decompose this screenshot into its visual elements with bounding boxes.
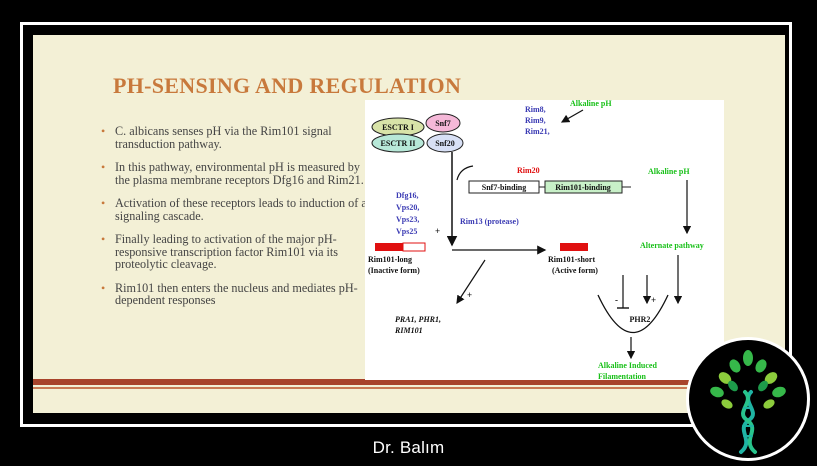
bullet-item: • Finally leading to activation of the ma…	[97, 233, 367, 271]
slide-bottom-line	[33, 387, 785, 389]
escrt2-node	[371, 133, 425, 153]
vps20-label: Vps20,	[396, 203, 419, 212]
leaf	[710, 386, 724, 398]
phr2-arc	[597, 294, 669, 334]
bullet-item: • Activation of these receptors leads to …	[97, 197, 367, 222]
vps23-label: Vps23,	[396, 215, 419, 224]
rim101-long-red	[375, 243, 403, 251]
rim101-long-sublabel: (Inactive form)	[368, 266, 420, 275]
rim101-long-white	[402, 242, 426, 252]
activate-plus: +	[651, 295, 656, 305]
target-arrow	[456, 259, 486, 305]
binding-bracket	[456, 165, 474, 181]
bullet-text: C. albicans senses pH via the Rim101 sig…	[115, 124, 332, 151]
pathway-diagram: ESCTR I ESCTR II Snf7 Snf20 Rim8, Rim9, …	[365, 100, 724, 380]
rim13-label: Rim13 (protease)	[460, 217, 519, 226]
leaf	[743, 350, 753, 366]
bullet-item: • Rim101 then enters the nucleus and medi…	[97, 280, 367, 307]
leaf	[763, 399, 775, 409]
rim101-long-label: Rim101-long	[368, 255, 412, 264]
phr2-label: PHR2	[630, 315, 651, 324]
leaf	[758, 380, 768, 392]
dna-tree-logo-icon	[686, 337, 810, 461]
rim101-binding-label: Rim101-binding	[555, 183, 611, 192]
alkaline-ph-right-label: Alkaline pH	[648, 167, 690, 176]
snf7-binding-label: Snf7-binding	[482, 183, 526, 192]
leaf	[764, 372, 778, 384]
filamentation-label: Alkaline Induced	[598, 361, 657, 370]
bullet-dot: •	[101, 160, 106, 174]
rim101-short-red	[560, 243, 588, 251]
filamentation-label-2: Filamentation	[598, 372, 647, 380]
alternate-pathway-label: Alternate pathway	[640, 241, 704, 250]
bullet-text: Rim101 then enters the nucleus and media…	[115, 280, 358, 307]
bullet-dot: •	[101, 124, 106, 138]
snf7-node	[425, 113, 461, 133]
pathway-diagram-svg: ESCTR I ESCTR II Snf7 Snf20 Rim8, Rim9, …	[368, 100, 704, 380]
bullet-dot: •	[101, 196, 106, 210]
bullet-item: • C. albicans senses pH via the Rim101 si…	[97, 125, 367, 150]
dna-strand-b	[741, 390, 757, 454]
leaf	[721, 399, 733, 409]
snf20-node	[426, 133, 464, 153]
bullet-dot: •	[101, 280, 106, 295]
slide-title: PH-SENSING AND REGULATION	[113, 73, 462, 98]
leaf	[772, 386, 786, 398]
bullet-text: Finally leading to activation of the maj…	[115, 232, 339, 271]
leaf	[755, 359, 767, 373]
leaves	[710, 350, 786, 409]
leaf	[728, 380, 738, 392]
vps25-label: Vps25	[396, 227, 417, 236]
rim21-label: Rim21,	[525, 127, 550, 136]
minus-sign: -	[615, 295, 618, 305]
leaf	[718, 372, 732, 384]
slide-bottom-bar	[33, 379, 785, 385]
snf20-label: Snf20	[435, 139, 455, 148]
bullet-list: • C. albicans senses pH via the Rim101 si…	[97, 125, 367, 318]
escrt1-label: ESCTR I	[382, 123, 414, 132]
escrt2-label: ESCTR II	[381, 139, 416, 148]
footer-credit: Dr. Balım	[372, 438, 445, 457]
alkaline-ph-top-label: Alkaline pH	[570, 100, 612, 108]
logo-svg	[710, 350, 786, 454]
bullet-text: Activation of these receptors leads to i…	[115, 196, 367, 223]
bullet-text: In this pathway, environmental pH is mea…	[115, 160, 364, 187]
rim8-label: Rim8,	[525, 105, 546, 114]
dfg16-label: Dfg16,	[396, 191, 418, 200]
bullet-dot: •	[101, 232, 106, 246]
rim101-short-sublabel: (Active form)	[552, 266, 598, 275]
bullet-item: • In this pathway, environmental pH is me…	[97, 161, 367, 186]
plus-sign: +	[435, 226, 440, 236]
leaf	[729, 359, 741, 373]
targets-label: PRA1, PHR1,	[395, 315, 441, 324]
targets-label-2: RIM101	[394, 326, 423, 335]
alkaline-arrow	[560, 109, 584, 123]
rim20-label: Rim20	[517, 166, 540, 175]
rim101-short-label: Rim101-short	[548, 255, 595, 264]
snf7-label: Snf7	[435, 119, 451, 128]
rim9-label: Rim9,	[525, 116, 546, 125]
target-plus: +	[467, 290, 472, 300]
